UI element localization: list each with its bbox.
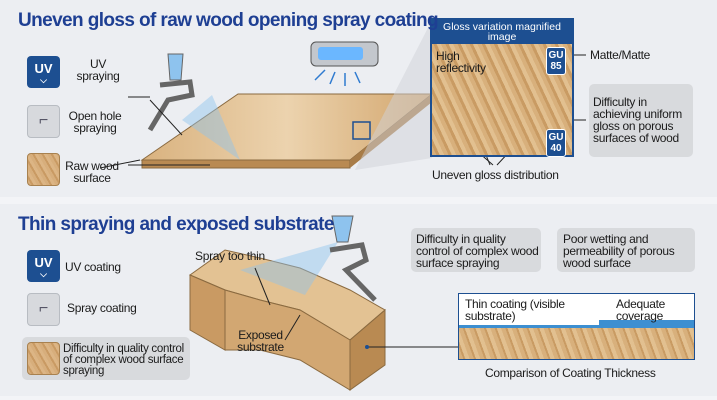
uv-icon: UV⌵ <box>27 56 60 88</box>
gu-40-badge: GU 40 <box>546 129 566 157</box>
beam-illustration <box>188 215 460 391</box>
quality-control-box: Difficulty in quality control of complex… <box>416 232 539 270</box>
wood-texture-icon <box>27 153 60 186</box>
exposed-substrate-label: Exposed substrate <box>237 328 284 354</box>
quality-control-note: Difficulty in quality control of complex… <box>63 343 184 377</box>
spray-coating-label: Spray coating <box>67 301 137 315</box>
uv-coating-label: UV coating <box>65 260 121 274</box>
gloss-difficulty-note: Difficulty in achieving uniform gloss on… <box>593 95 682 145</box>
open-hole-spraying-label: Open hole spraying <box>68 109 122 135</box>
uneven-gloss-label: Uneven gloss distribution <box>432 168 559 182</box>
spray-gun-icon: ⌐ <box>27 293 60 326</box>
comparison-caption: Comparison of Coating Thickness <box>485 366 656 380</box>
wetting-box: Poor wetting and permeability of porous … <box>563 232 675 270</box>
coating-comparison: Thin coating (visible substrate) Adequat… <box>458 293 695 360</box>
adequate-coverage-label: Adequate coverage <box>616 297 665 323</box>
spray-gun-icon: ⌐ <box>27 105 60 138</box>
board-illustration <box>99 20 586 170</box>
magnified-view: Gloss variation magnified image High ref… <box>430 18 574 157</box>
section1-title: Uneven gloss of raw wood opening spray c… <box>18 10 439 31</box>
high-reflectivity-label: High reflectivity <box>436 49 486 75</box>
matte-label: Matte/Matte <box>590 48 651 62</box>
wood-texture-icon <box>27 342 60 375</box>
uv-spraying-label: UV spraying <box>76 57 120 83</box>
gu-85-badge: GU 85 <box>546 47 566 75</box>
spray-too-thin-label: Spray too thin <box>195 249 265 263</box>
thin-coating-label: Thin coating (visible substrate) <box>465 297 565 323</box>
magnifier-header: Gloss variation magnified image <box>432 20 572 44</box>
raw-wood-surface-label: Raw wood surface <box>65 159 119 185</box>
section2-title: Thin spraying and exposed substrate <box>18 214 334 235</box>
uv-icon: UV⌵ <box>27 250 60 282</box>
